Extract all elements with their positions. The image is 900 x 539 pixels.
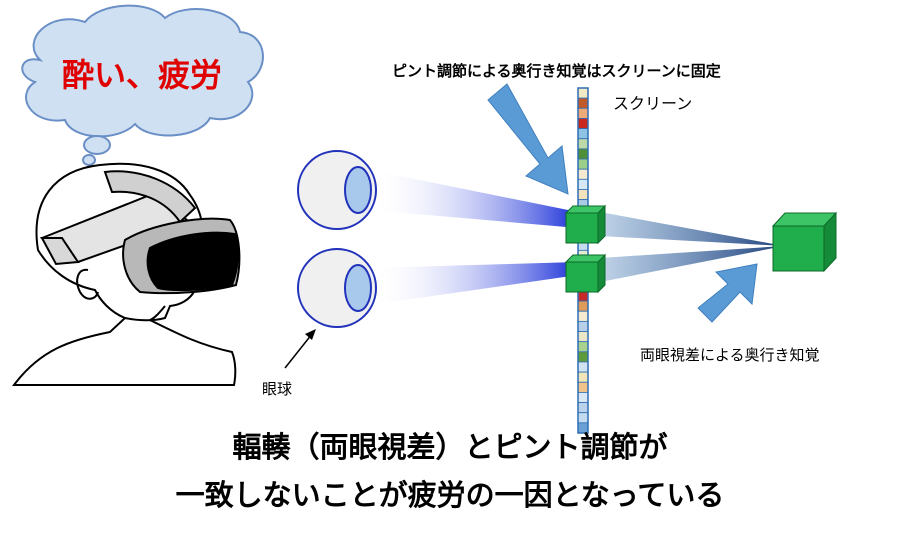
headset-strap-side — [40, 237, 80, 266]
cube-screen-upper — [564, 204, 607, 245]
screen-cell — [577, 168, 589, 180]
screen-cell — [577, 128, 589, 140]
eyeball-upper — [297, 150, 377, 230]
screen-cell — [577, 320, 589, 332]
caption-line-1: 輻輳（両眼視差）とピント調節が — [232, 430, 668, 464]
screen-cell — [577, 148, 589, 160]
screen-cell — [577, 412, 589, 424]
screen-cell — [577, 351, 589, 363]
screen-cell — [577, 381, 589, 393]
thought-cloud — [21, 4, 264, 166]
vergence-depth-label: 両眼視差による奥行き知覚 — [640, 346, 820, 364]
neck-chin — [149, 305, 166, 321]
eyeball-lower — [297, 248, 377, 328]
iris-upper — [344, 166, 372, 214]
shoulders — [12, 316, 237, 386]
eyeball-label: 眼球 — [262, 380, 293, 398]
screen-cell — [577, 118, 589, 129]
person-with-vr-headset — [12, 162, 241, 386]
screen-cell — [577, 331, 589, 343]
ear — [76, 268, 99, 300]
screen-label: スクリーン — [613, 94, 693, 113]
focus-arrow — [487, 83, 569, 195]
iris-lower — [344, 264, 372, 312]
screen-cell — [577, 310, 589, 322]
cloud-dot-small — [82, 154, 96, 166]
screen-cell — [577, 138, 589, 150]
screen-cell — [577, 178, 589, 190]
screen-cell — [577, 189, 589, 201]
headset-top-band — [103, 170, 197, 224]
eyeball-pointer-arrow — [284, 329, 316, 369]
cube-screen-lower — [564, 253, 607, 294]
vergence-arrow — [697, 263, 758, 323]
screen-cell — [577, 371, 589, 383]
cube-perceived — [771, 211, 838, 273]
screen-cell — [577, 97, 589, 109]
thought-text: 酔い、疲労 — [62, 56, 223, 94]
screen-cell — [577, 158, 589, 170]
screen-cell — [577, 107, 589, 119]
sight-rays — [370, 170, 784, 305]
screen-cell — [577, 341, 589, 353]
caption-line-2: 一致しないことが疲労の一因となっている — [175, 478, 725, 512]
cloud-dot-large — [83, 135, 111, 155]
screen-cell — [577, 87, 589, 99]
screen-cell — [577, 300, 589, 312]
screen-cell — [577, 392, 589, 403]
focus-depth-label: ピント調節による奥行き知覚はスクリーンに固定 — [392, 62, 721, 80]
screen-cell — [577, 402, 589, 414]
screen-cell — [577, 361, 589, 373]
headset-visor — [146, 231, 239, 292]
